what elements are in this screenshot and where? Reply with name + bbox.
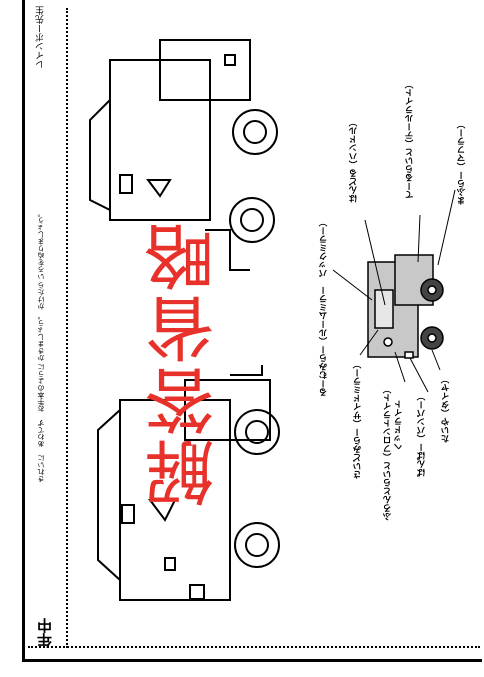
label-head-light: ヘッドライト bbox=[393, 400, 405, 451]
label-tail-light: てーるらいと（テールライト） bbox=[404, 80, 416, 199]
label-side-mirror: さいどみらー（サイドミラー） bbox=[352, 360, 364, 479]
label-bumper: ばんぱー（バンパー） bbox=[416, 392, 428, 477]
answer-omitted-stamp: 解答省略 bbox=[150, 220, 220, 508]
example-car bbox=[368, 255, 443, 358]
label-handle: はんどる（ハンドル） bbox=[348, 118, 360, 203]
label-room-mirror: るーむみらー（ルームミラー バックミラー） bbox=[318, 218, 330, 397]
label-muffler: まふらー（マフラー） bbox=[456, 120, 468, 205]
label-tire: たいや（タイヤ） bbox=[440, 375, 452, 443]
